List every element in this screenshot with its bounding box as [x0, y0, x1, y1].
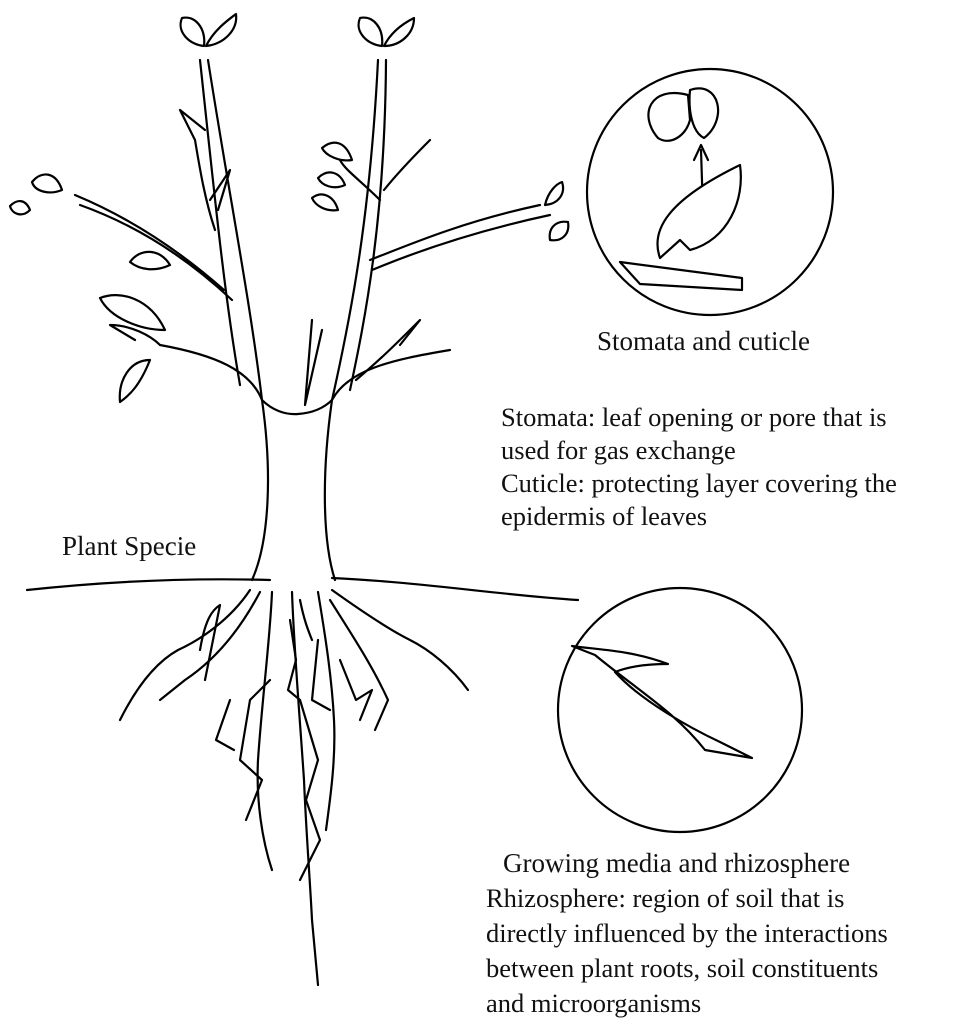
rhizosphere-desc-line: Rhizosphere: region of soil that is [486, 882, 844, 915]
rhizosphere-circle [558, 588, 802, 832]
roots [120, 590, 468, 985]
cuticle-desc-line: Cuticle: protecting layer covering the [501, 467, 897, 500]
cuticle-desc-line: epidermis of leaves [501, 500, 707, 533]
root-closeup [572, 646, 752, 758]
tree-leaves [10, 14, 568, 402]
rhizosphere-desc-line: between plant roots, soil constituents [486, 952, 878, 985]
rhizosphere-desc-line: and microorganisms [486, 987, 701, 1020]
cuticle-layer [620, 262, 742, 290]
guard-cell-left [648, 93, 690, 141]
stomata-desc-line: used for gas exchange [501, 434, 736, 467]
ground-line [27, 578, 578, 600]
stomata-title: Stomata and cuticle [597, 325, 810, 357]
stomata-inset [587, 69, 833, 315]
plant-label: Plant Specie [62, 530, 196, 562]
guard-cell-right [690, 88, 719, 138]
rhizosphere-inset [558, 588, 802, 832]
stomata-desc-line: Stomata: leaf opening or pore that is [501, 401, 887, 434]
rhizosphere-desc-line: directly influenced by the interactions [486, 917, 888, 950]
rhizosphere-title: Growing media and rhizosphere [503, 847, 850, 879]
leaf-closeup [657, 165, 740, 258]
